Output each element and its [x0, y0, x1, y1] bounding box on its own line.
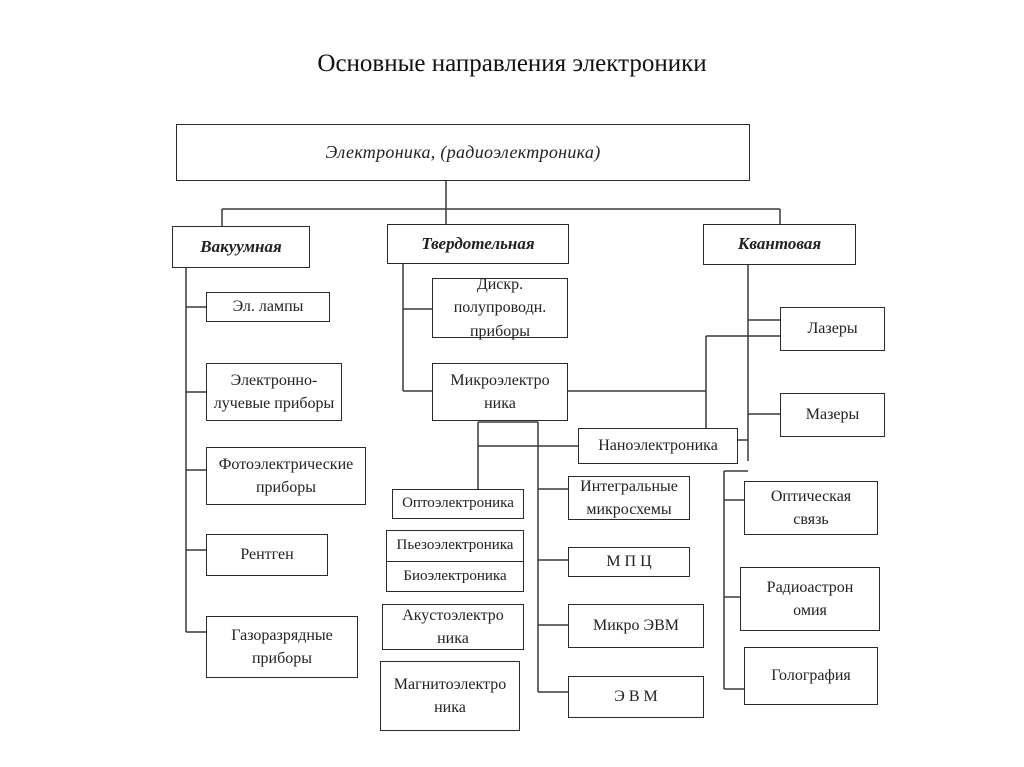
node-integrated-circuits: Интегральные микросхемы — [568, 476, 690, 520]
node-electronics: Электроника, (радиоэлектроника) — [176, 124, 750, 181]
page-title: Основные направления электроники — [317, 50, 707, 77]
node-bioelectronics: Биоэлектроника — [403, 568, 507, 585]
node-xray: Рентген — [206, 534, 328, 576]
node-holography: Голография — [744, 647, 878, 705]
node-piezo-bio-group: Пьезоэлектроника Биоэлектроника — [386, 530, 524, 592]
node-mpc: М П Ц — [568, 547, 690, 577]
node-piezoelectronics: Пьезоэлектроника — [387, 531, 523, 562]
node-discrete-semiconductors: Дискр. полупроводн. приборы — [432, 276, 568, 340]
node-photoelectric-devices: Фотоэлектрические приборы — [206, 447, 366, 505]
node-lasers: Лазеры — [780, 307, 885, 351]
node-solid-state: Твердотельная — [387, 224, 569, 264]
node-microelectronics: Микроэлектроника — [432, 363, 568, 421]
node-gas-discharge-devices: Газоразрядные приборы — [206, 616, 358, 678]
node-vacuum: Вакуумная — [172, 226, 310, 268]
node-optical-communication: Оптическая связь — [744, 481, 878, 535]
node-acoustoelectronics: Акустоэлектроника — [382, 604, 524, 650]
node-electron-beam-devices: Электронно-лучевые приборы — [206, 363, 342, 421]
node-optoelectronics: Оптоэлектроника — [392, 489, 524, 519]
node-magnetoelectronics: Магнитоэлектроника — [380, 661, 520, 731]
node-nanoelectronics: Наноэлектроника — [578, 428, 738, 464]
node-quantum: Квантовая — [703, 224, 856, 265]
node-el-lamps: Эл. лампы — [206, 292, 330, 322]
node-micro-computer: Микро ЭВМ — [568, 604, 704, 648]
node-radio-astronomy: Радиоастрономия — [740, 567, 880, 631]
node-computer: Э В М — [568, 676, 704, 718]
node-masers: Мазеры — [780, 393, 885, 437]
